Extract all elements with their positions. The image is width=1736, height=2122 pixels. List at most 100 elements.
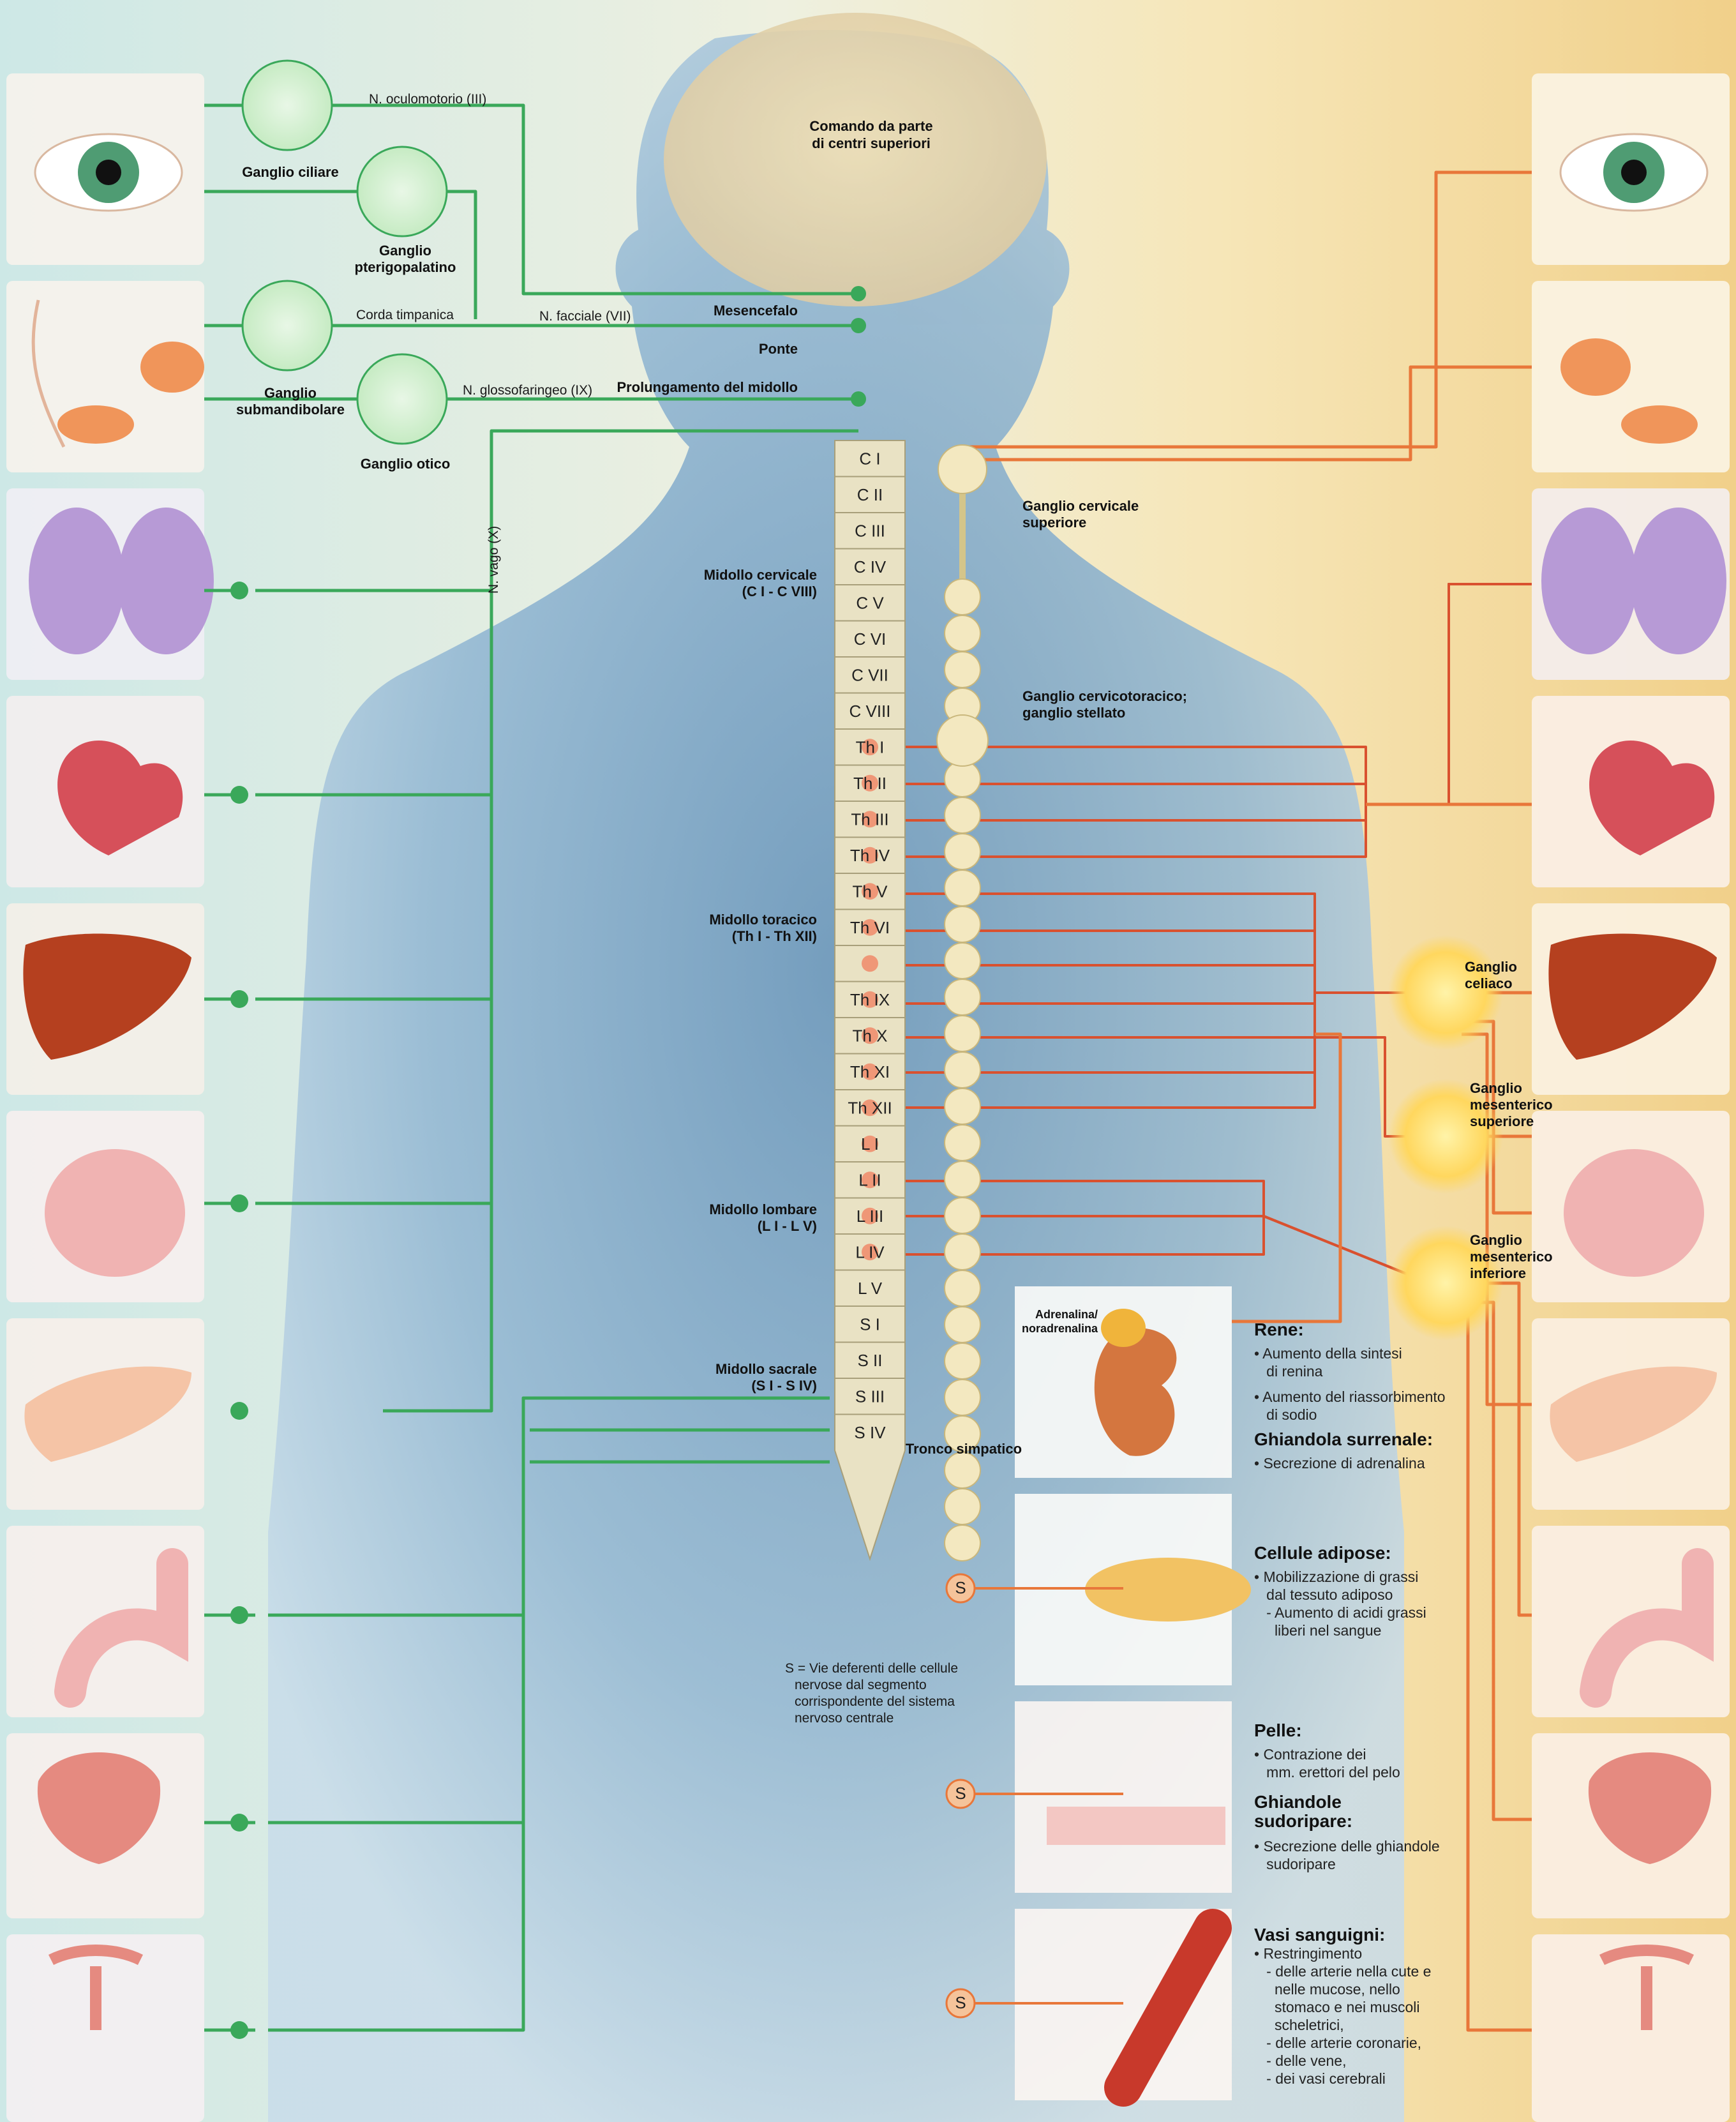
chain-ganglion [945, 834, 980, 869]
comando-line1: Comando da parte [809, 118, 932, 134]
label-ganglio-stellato-1: Ganglio cervicotoracico; [1022, 688, 1187, 704]
legend-line1: S = Vie deferenti delle cellule [785, 1661, 958, 1676]
surrenale-title: Ghiandola surrenale: [1254, 1429, 1433, 1449]
s-label-adipose: S [955, 1578, 966, 1597]
salivary-left [57, 405, 134, 444]
label-ganglio-cervicale-sup-1: Ganglio cervicale [1022, 498, 1139, 514]
label-ganglio-mes-sup-3: superiore [1470, 1113, 1534, 1129]
label-n-glossofaringeo: N. glossofaringeo (IX) [463, 383, 592, 398]
rene-line3: • Aumento del riassorbimento [1254, 1388, 1446, 1405]
sacral-terminal-ganglion [230, 2021, 248, 2039]
adipose-line1: • Mobilizzazione di grassi [1254, 1569, 1418, 1585]
segment-label: Th I [856, 737, 885, 756]
chain-ganglion [945, 943, 980, 979]
lung-r-l [1541, 508, 1637, 654]
pelle-line1: • Contrazione dei [1254, 1746, 1366, 1763]
rene-line1: • Aumento della sintesi [1254, 1345, 1402, 1362]
legend-line4: nervoso centrale [795, 1711, 894, 1726]
segment-label: C VII [851, 665, 888, 684]
adrenal-gland [1101, 1309, 1146, 1347]
segment-label: S II [857, 1351, 882, 1370]
label-corda-timpanica: Corda timpanica [356, 308, 454, 322]
segment-label: Th XII [848, 1098, 892, 1117]
label-ganglio-ciliare: Ganglio ciliare [242, 164, 339, 180]
surrenale-line1: • Secrezione di adrenalina [1254, 1455, 1425, 1471]
vasi-line8: - dei vasi cerebrali [1254, 2070, 1386, 2087]
label-ganglio-mes-sup-2: mesenterico [1470, 1097, 1553, 1113]
segment-label: Th IV [850, 846, 890, 865]
brainstem-nucleus [851, 391, 866, 407]
chain-ganglion [945, 1125, 980, 1161]
label-ganglio-mes-inf-3: inferiore [1470, 1265, 1526, 1281]
adipose-line4: liberi nel sangue [1254, 1622, 1381, 1639]
segment-label: Th XI [850, 1062, 890, 1081]
ganglion-mesenterico-superiore [1388, 1079, 1503, 1194]
comando-line2: di centri superiori [812, 135, 931, 151]
segment-label: S IV [854, 1423, 886, 1442]
label-ganglio-celiaco-1: Ganglio [1465, 959, 1517, 975]
lung-r-r [1631, 508, 1726, 654]
chain-ganglion [945, 1343, 980, 1379]
intestine-right [1564, 1149, 1704, 1277]
chain-ganglion [945, 870, 980, 906]
segment-nucleus [862, 955, 878, 972]
segment-label: L IV [855, 1242, 885, 1261]
adipose-title: Cellule adipose: [1254, 1543, 1391, 1563]
chain-ganglion-stellate [937, 715, 988, 766]
lung-r [118, 508, 214, 654]
label-midollo-toracico-2: (Th I - Th XII) [732, 928, 817, 944]
ganglion-ciliare [243, 61, 332, 150]
label-n-vago: N. vago (X) [486, 526, 501, 594]
ganglion-celiaco [1388, 935, 1503, 1050]
label-midollo-lombare-2: (L I - L V) [758, 1218, 817, 1234]
segment-label: Th VI [850, 918, 890, 937]
vasi-line5: scheletrici, [1254, 2017, 1344, 2033]
chain-ganglion [945, 1016, 980, 1051]
label-ganglio-celiaco-2: celiaco [1465, 975, 1513, 991]
segment-label: C III [855, 521, 885, 540]
segment-label: S I [860, 1314, 880, 1334]
vago-terminal-ganglion [230, 582, 248, 599]
s-label-vessels: S [955, 1993, 966, 2012]
segment-label: C V [856, 593, 884, 612]
chain-ganglion [945, 1234, 980, 1270]
label-midollo-toracico-1: Midollo toracico [709, 912, 817, 928]
ganglion-otico [357, 354, 447, 444]
vasi-line3: nelle mucose, nello [1254, 1981, 1400, 1998]
brainstem-nucleus [851, 318, 866, 333]
segment-label: C IV [854, 557, 887, 576]
label-ponte: Ponte [759, 341, 798, 357]
vasi-line7: - delle vene, [1254, 2052, 1346, 2069]
segment-label: Th III [851, 809, 888, 829]
vasi-line4: stomaco e nei muscoli [1254, 1999, 1420, 2015]
vasi-title: Vasi sanguigni: [1254, 1925, 1385, 1945]
chain-ganglion [945, 1270, 980, 1306]
chain-ganglion [945, 1198, 980, 1233]
ganglion-pterigopalatino [357, 147, 447, 236]
face-panel-right [1532, 281, 1730, 472]
label-ganglio-pterigo-2: pterigopalatino [355, 259, 456, 275]
label-mesencefalo: Mesencefalo [714, 303, 798, 319]
segment-label: C VIII [849, 702, 890, 721]
skin-layer [1047, 1807, 1225, 1845]
chain-ganglion [945, 1525, 980, 1561]
segment-label: Th V [853, 882, 888, 901]
pelle-line2: mm. erettori del pelo [1254, 1764, 1400, 1780]
brainstem-nucleus [851, 286, 866, 301]
label-adrenalina-1: Adrenalina/ [1035, 1308, 1098, 1321]
vago-terminal-ganglion [230, 1402, 248, 1420]
segment-label: C II [857, 485, 883, 504]
label-midollo-lombare-1: Midollo lombare [709, 1201, 817, 1217]
ganglion-submandibolare [243, 281, 332, 370]
label-n-oculomotorio: N. oculomotorio (III) [369, 92, 486, 107]
label-midollo-cervicale-2: (C I - C VIII) [742, 583, 817, 599]
label-ganglio-cervicale-sup-2: superiore [1022, 515, 1086, 530]
segment-label: Th IX [850, 990, 890, 1009]
segment-label: Th X [853, 1026, 888, 1045]
segment-label: S III [855, 1387, 885, 1406]
sacral-terminal-ganglion [230, 1606, 248, 1624]
sudoripare-line2: sudoripare [1254, 1856, 1336, 1872]
chain-ganglion [945, 1380, 980, 1415]
